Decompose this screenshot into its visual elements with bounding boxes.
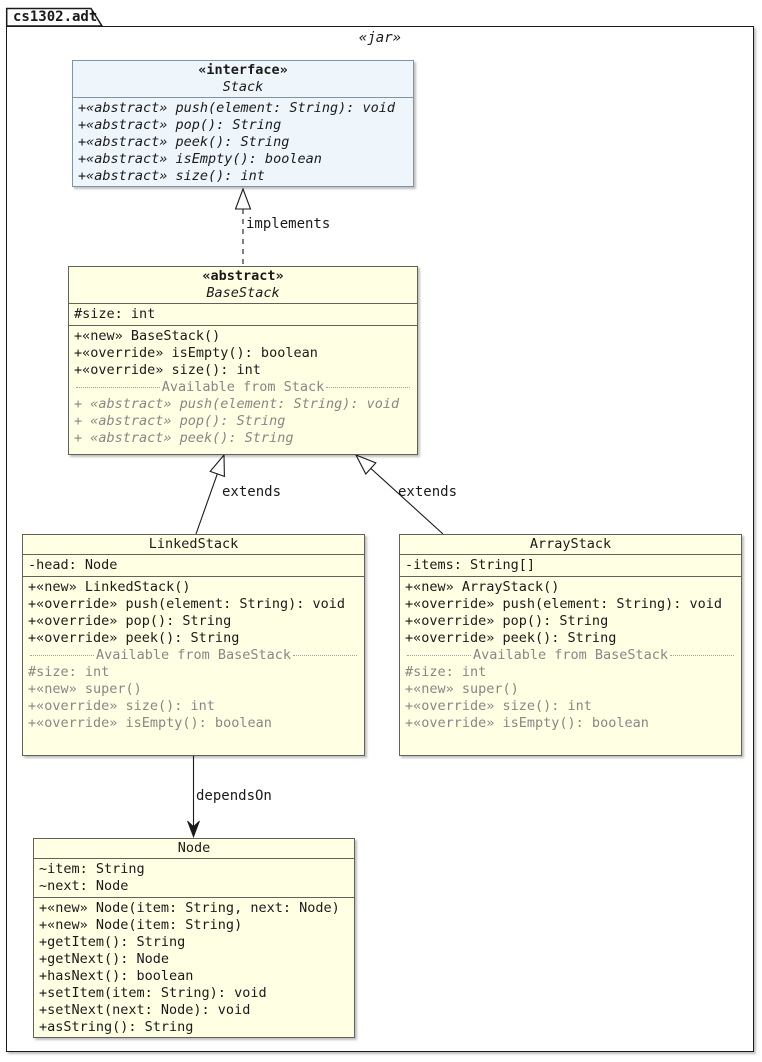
class-arraystack-header: ArrayStack [400, 535, 741, 555]
class-linkedstack-methods: +«new» LinkedStack() +«override» push(el… [23, 577, 364, 755]
field-line: ~next: Node [39, 878, 129, 894]
class-stack-header: «interface» Stack [73, 61, 413, 98]
class-linkedstack-header: LinkedStack [23, 535, 364, 555]
available-from-divider: Available from Stack [74, 379, 412, 396]
method-line: +setItem(item: String): void [39, 985, 267, 1001]
method-line: +«abstract» push(element: String): void [78, 100, 395, 116]
method-line: +«override» pop(): String [28, 613, 232, 629]
basestack-class-name: BaseStack [206, 285, 280, 301]
stack-stereotype: «interface» [198, 62, 288, 78]
package-stereotype: «jar» [358, 30, 402, 46]
field-line: -head: Node [28, 557, 118, 573]
inherited-member-line: +«override» isEmpty(): boolean [405, 715, 649, 731]
class-arraystack-methods: +«new» ArrayStack() +«override» push(ele… [400, 577, 741, 755]
extends-left-triangle-icon [209, 453, 225, 478]
method-line: +setNext(next: Node): void [39, 1002, 251, 1018]
method-line: +«new» Node(item: String) [39, 917, 243, 933]
node-class-name: Node [177, 840, 211, 856]
method-line: +«override» pop(): String [405, 613, 609, 629]
method-line: +«override» push(element: String): void [28, 596, 345, 612]
inherited-member-line: +«new» super() [28, 681, 142, 697]
divider-label: Available from BaseStack [95, 647, 292, 663]
depends-label: dependsOn [196, 788, 272, 804]
class-linkedstack-fields: -head: Node [23, 555, 364, 577]
inherited-method-line: + «abstract» push(element: String): void [74, 396, 400, 412]
class-node-fields: ~item: String ~next: Node [34, 859, 354, 898]
method-line: +«abstract» peek(): String [78, 134, 290, 150]
class-arraystack-fields: -items: String[] [400, 555, 741, 577]
extends-right-label: extends [398, 484, 458, 500]
class-stack-methods: +«abstract» push(element: String): void … [73, 98, 413, 186]
extends-left-line [195, 473, 218, 535]
method-line: +«abstract» size(): int [78, 168, 265, 184]
class-linkedstack: LinkedStack -head: Node +«new» LinkedSta… [22, 534, 365, 756]
inherited-member-line: +«override» size(): int [28, 698, 215, 714]
inherited-member-line: +«override» size(): int [405, 698, 592, 714]
method-line: +hasNext(): boolean [39, 968, 194, 984]
linkedstack-class-name: LinkedStack [148, 536, 239, 552]
class-node-header: Node [34, 839, 354, 859]
method-line: +«override» peek(): String [405, 630, 617, 646]
class-node: Node ~item: String ~next: Node +«new» No… [33, 838, 355, 1038]
class-arraystack: ArrayStack -items: String[] +«new» Array… [399, 534, 742, 756]
method-line: +«override» peek(): String [28, 630, 240, 646]
class-basestack-methods: +«new» BaseStack() +«override» isEmpty()… [69, 326, 417, 454]
method-line: +«new» ArrayStack() [405, 579, 560, 595]
method-line: +«override» push(element: String): void [405, 596, 722, 612]
field-line: #size: int [74, 306, 156, 322]
extends-right-line [370, 467, 444, 535]
package-name: cs1302.adt [13, 9, 98, 25]
inherited-member-line: +«override» isEmpty(): boolean [28, 715, 272, 731]
method-line: +«abstract» pop(): String [78, 117, 282, 133]
method-line: +«override» isEmpty(): boolean [74, 345, 318, 361]
class-basestack-fields: #size: int [69, 304, 417, 326]
class-node-methods: +«new» Node(item: String, next: Node) +«… [34, 898, 354, 1037]
class-basestack: «abstract» BaseStack #size: int +«new» B… [68, 266, 418, 455]
field-line: ~item: String [39, 861, 145, 877]
basestack-stereotype: «abstract» [202, 268, 284, 284]
stack-class-name: Stack [222, 79, 264, 95]
extends-right-triangle-icon [354, 453, 377, 475]
method-line: +«abstract» isEmpty(): boolean [78, 151, 322, 167]
class-stack: «interface» Stack +«abstract» push(eleme… [72, 60, 414, 187]
arraystack-class-name: ArrayStack [529, 536, 612, 552]
method-line: +«new» BaseStack() [74, 328, 221, 344]
depends-arrowhead-icon [187, 820, 200, 839]
class-basestack-header: «abstract» BaseStack [69, 267, 417, 304]
inherited-method-line: + «abstract» peek(): String [74, 430, 294, 446]
inherited-member-line: #size: int [28, 664, 110, 680]
method-line: +«new» LinkedStack() [28, 579, 191, 595]
inherited-member-line: +«new» super() [405, 681, 519, 697]
inherited-member-line: #size: int [405, 664, 487, 680]
method-line: +«new» Node(item: String, next: Node) [39, 900, 340, 916]
divider-label: Available from BaseStack [472, 647, 669, 663]
method-line: +getItem(): String [39, 934, 186, 950]
inherited-method-line: + «abstract» pop(): String [74, 413, 286, 429]
package-body [6, 26, 754, 1052]
divider-label: Available from Stack [161, 379, 325, 395]
implements-triangle-icon [234, 187, 252, 210]
extends-left-label: extends [222, 484, 282, 500]
implements-label: implements [246, 216, 331, 232]
available-from-divider: Available from BaseStack [405, 647, 736, 664]
method-line: +asString(): String [39, 1019, 194, 1035]
method-line: +«override» size(): int [74, 362, 261, 378]
package-tab-shape [5, 7, 104, 27]
method-line: +getNext(): Node [39, 951, 170, 967]
field-line: -items: String[] [405, 557, 536, 573]
available-from-divider: Available from BaseStack [28, 647, 359, 664]
